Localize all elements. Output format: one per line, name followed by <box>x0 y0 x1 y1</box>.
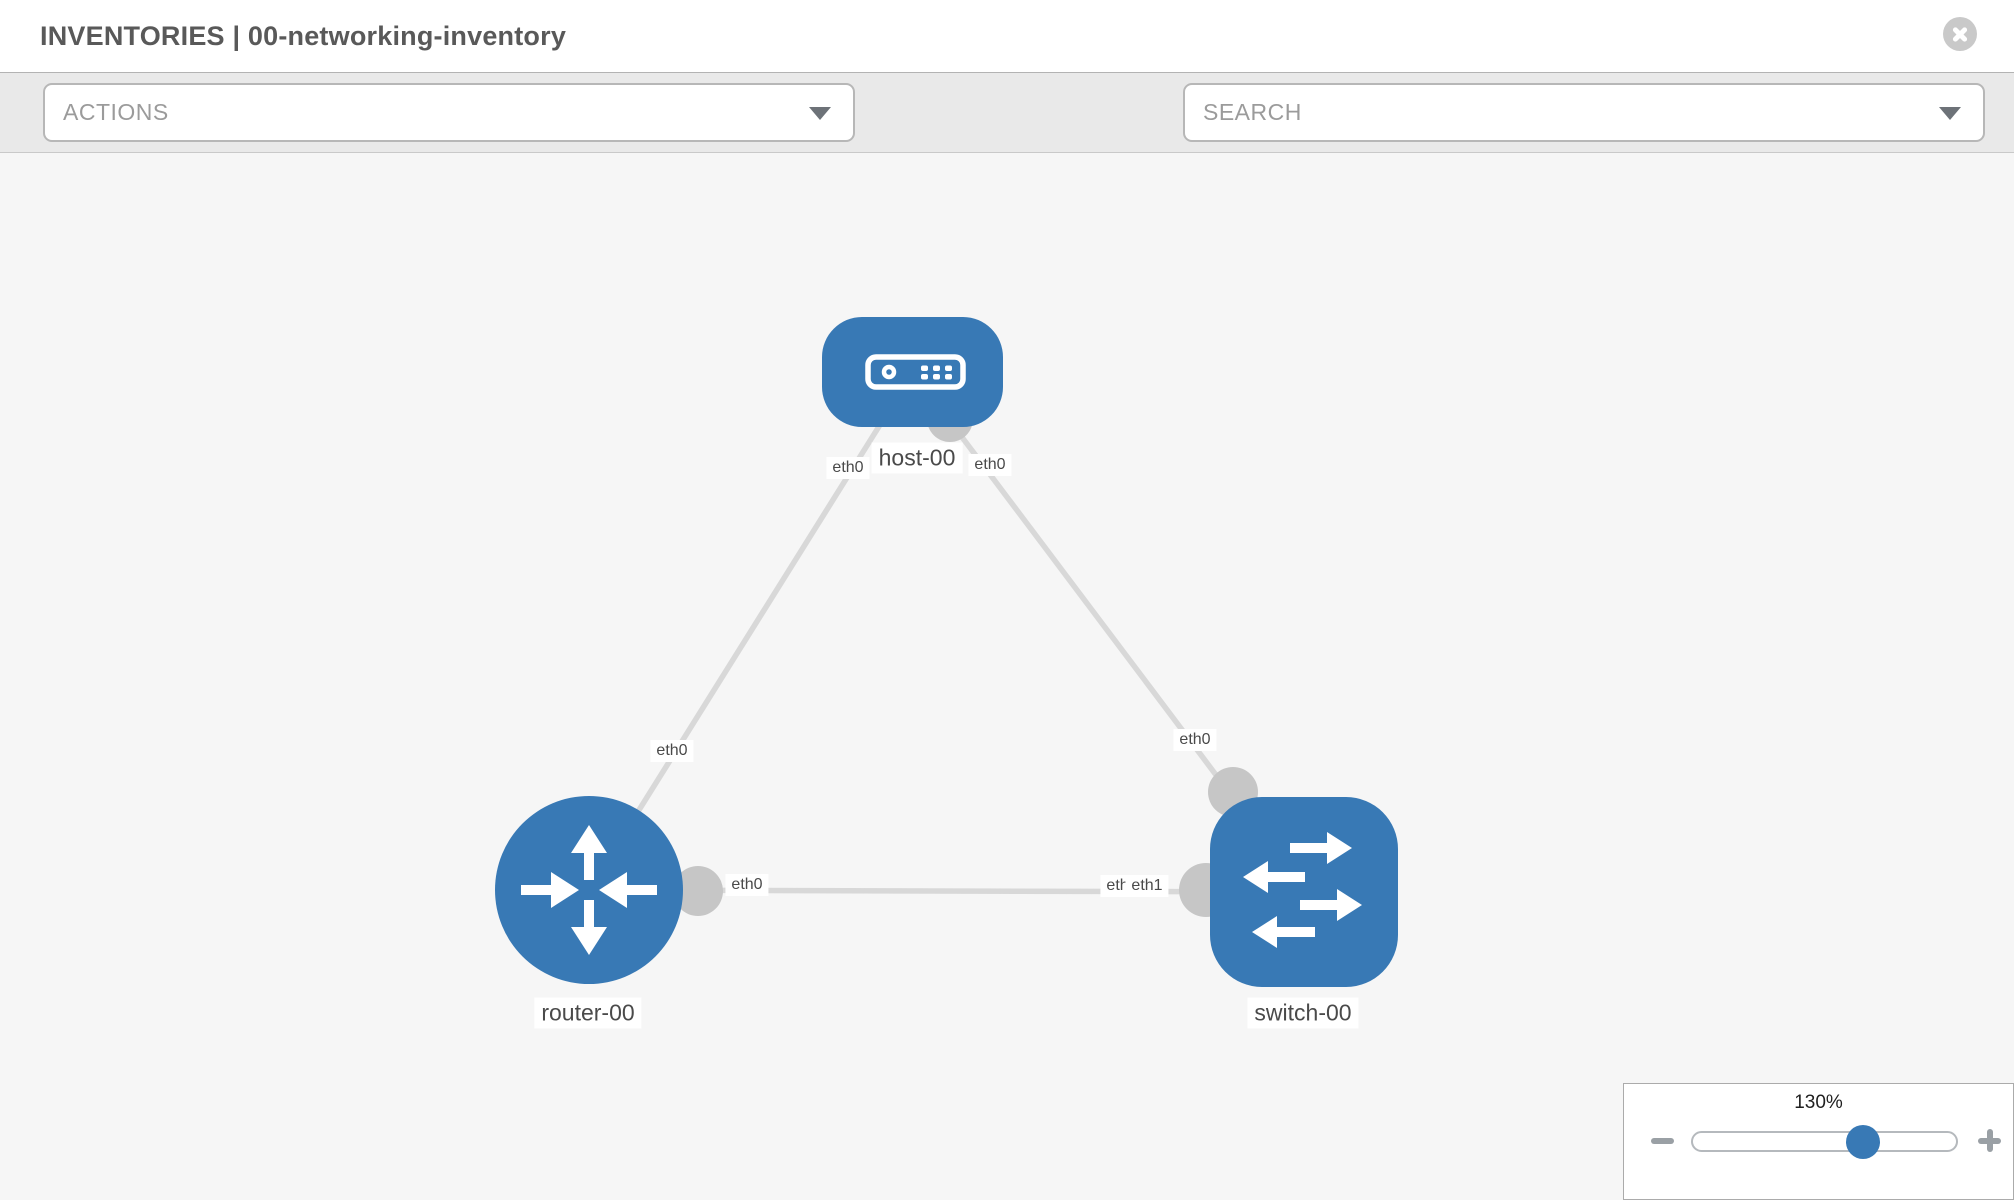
zoom-slider-track[interactable] <box>1691 1131 1958 1152</box>
zoom-in-button[interactable] <box>1978 1129 2001 1152</box>
iface-label-router-to-host: eth0 <box>650 740 694 762</box>
search-dropdown-label: SEARCH <box>1203 99 1302 125</box>
node-label-switch: switch-00 <box>1247 997 1359 1029</box>
iface-label-host-to-switch: eth0 <box>968 454 1012 476</box>
host-icon <box>865 354 966 390</box>
plus-icon <box>1986 1129 1993 1152</box>
node-label-router: router-00 <box>534 997 642 1029</box>
header: INVENTORIES | 00-networking-inventory <box>0 0 2014 72</box>
zoom-slider-handle[interactable] <box>1846 1125 1880 1159</box>
close-button[interactable] <box>1943 17 1977 51</box>
node-host-00[interactable] <box>822 317 1003 427</box>
node-router-00[interactable] <box>495 796 683 984</box>
actions-dropdown[interactable]: ACTIONS <box>43 83 855 142</box>
zoom-control-panel: 130% <box>1623 1083 2014 1200</box>
chevron-down-icon <box>809 107 831 120</box>
zoom-out-button[interactable] <box>1651 1138 1674 1144</box>
iface-label-switch-to-host: eth0 <box>1173 729 1217 751</box>
port-router-eth0 <box>673 866 723 916</box>
toolbar: ACTIONS SEARCH <box>0 72 2014 203</box>
node-label-host: host-00 <box>871 442 963 474</box>
search-dropdown[interactable]: SEARCH <box>1183 83 1985 142</box>
page-title: INVENTORIES | 00-networking-inventory <box>40 21 567 51</box>
iface-label-switch-eth1: eth1 <box>1125 875 1169 897</box>
switch-icon <box>1243 832 1362 948</box>
actions-dropdown-label: ACTIONS <box>63 99 169 125</box>
iface-label-router-to-switch: eth0 <box>725 874 769 896</box>
router-icon <box>521 825 657 955</box>
chevron-down-icon <box>1939 107 1961 120</box>
topology-canvas[interactable]: host-00 router-00 switch-00 eth0 eth0 et… <box>0 154 2014 1200</box>
node-switch-00[interactable] <box>1210 797 1398 987</box>
iface-label-host-to-router: eth0 <box>826 457 870 479</box>
zoom-level: 130% <box>1794 1092 1843 1113</box>
